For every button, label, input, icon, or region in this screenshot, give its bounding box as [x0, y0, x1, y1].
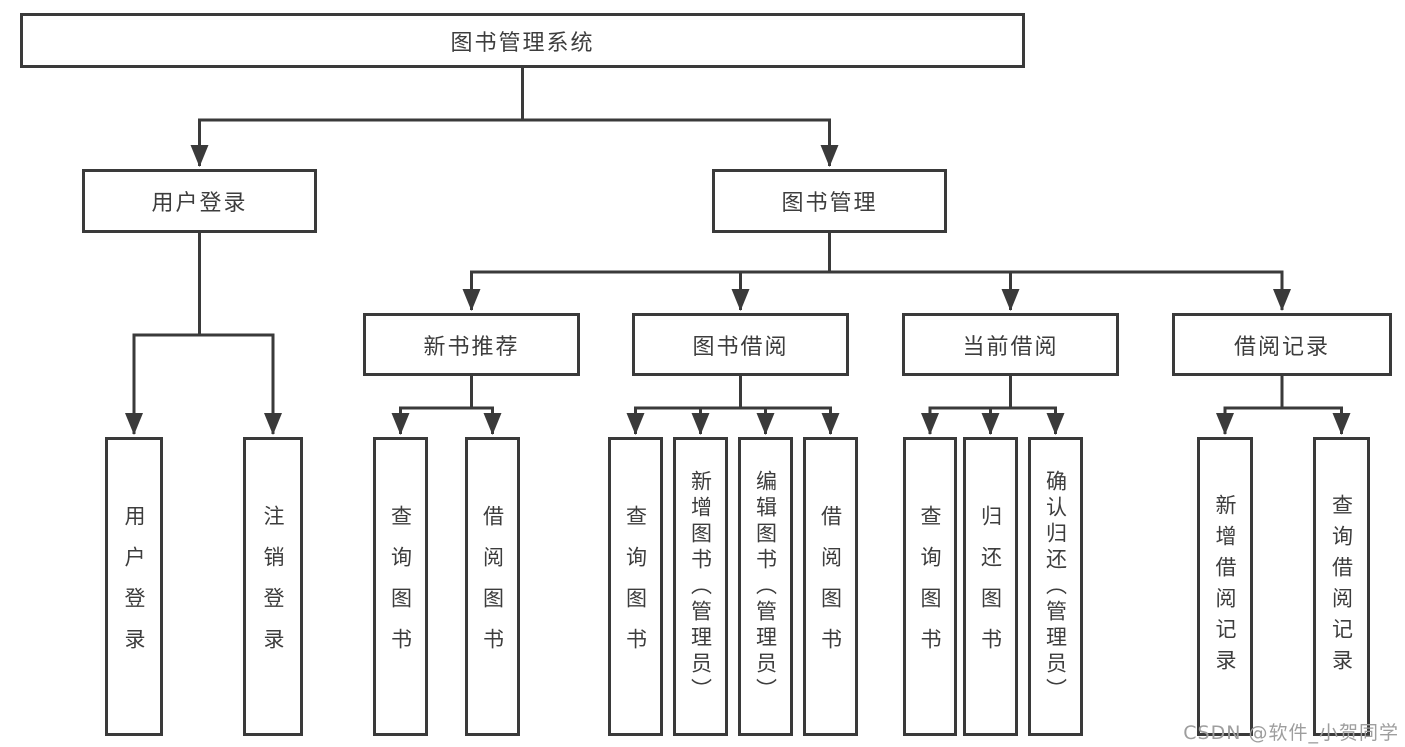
- leaf-query-books-borrowing: 查询图书: [608, 437, 663, 736]
- leaf-borrow-books-recommend-label: 借阅图书: [480, 504, 505, 669]
- leaf-confirm-return-admin: 确认归还（管理员）: [1028, 437, 1083, 736]
- leaf-query-books-current-label: 查询图书: [918, 504, 942, 669]
- node-borrowing-records-label: 借阅记录: [1233, 334, 1330, 360]
- leaf-query-books-current: 查询图书: [903, 437, 957, 736]
- leaf-user-login: 用户登录: [105, 437, 163, 736]
- leaf-add-borrow-record-label: 新增借阅记录: [1213, 493, 1237, 680]
- leaf-query-books-recommend: 查询图书: [373, 437, 428, 736]
- node-new-book-recommendation: 新书推荐: [363, 313, 580, 376]
- leaf-logout: 注销登录: [243, 437, 303, 736]
- leaf-return-books-label: 归还图书: [978, 504, 1003, 669]
- node-user-login-label: 用户登录: [151, 191, 248, 216]
- node-current-borrowing-label: 当前借阅: [962, 334, 1059, 360]
- leaf-query-borrow-record: 查询借阅记录: [1313, 437, 1370, 736]
- node-root-system-label: 图书管理系统: [450, 30, 595, 56]
- leaf-add-books-admin-label: 新增图书（管理员）: [688, 469, 713, 704]
- leaf-query-books-recommend-label: 查询图书: [388, 504, 413, 669]
- node-book-borrowing-label: 图书借阅: [692, 334, 789, 360]
- node-borrowing-records: 借阅记录: [1172, 313, 1392, 376]
- leaf-query-borrow-record-label: 查询借阅记录: [1329, 493, 1354, 680]
- node-current-borrowing: 当前借阅: [902, 313, 1119, 376]
- leaf-borrow-books: 借阅图书: [803, 437, 858, 736]
- leaf-user-login-label: 用户登录: [122, 504, 146, 669]
- leaf-borrow-books-label: 借阅图书: [818, 504, 843, 669]
- node-book-borrowing: 图书借阅: [632, 313, 849, 376]
- csdn-watermark: CSDN @软件_小贺同学: [1183, 722, 1399, 744]
- leaf-return-books: 归还图书: [963, 437, 1018, 736]
- node-user-login: 用户登录: [82, 169, 317, 233]
- leaf-edit-books-admin: 编辑图书（管理员）: [738, 437, 793, 736]
- node-root-system: 图书管理系统: [20, 13, 1025, 68]
- leaf-confirm-return-admin-label: 确认归还（管理员）: [1043, 469, 1068, 704]
- leaf-add-borrow-record: 新增借阅记录: [1197, 437, 1253, 736]
- node-book-management: 图书管理: [712, 169, 947, 233]
- node-new-book-recommendation-label: 新书推荐: [423, 334, 520, 360]
- leaf-add-books-admin: 新增图书（管理员）: [673, 437, 728, 736]
- node-book-management-label: 图书管理: [781, 191, 878, 216]
- leaf-query-books-borrowing-label: 查询图书: [623, 504, 648, 669]
- leaf-borrow-books-recommend: 借阅图书: [465, 437, 520, 736]
- leaf-edit-books-admin-label: 编辑图书（管理员）: [753, 469, 778, 704]
- leaf-logout-label: 注销登录: [261, 504, 285, 669]
